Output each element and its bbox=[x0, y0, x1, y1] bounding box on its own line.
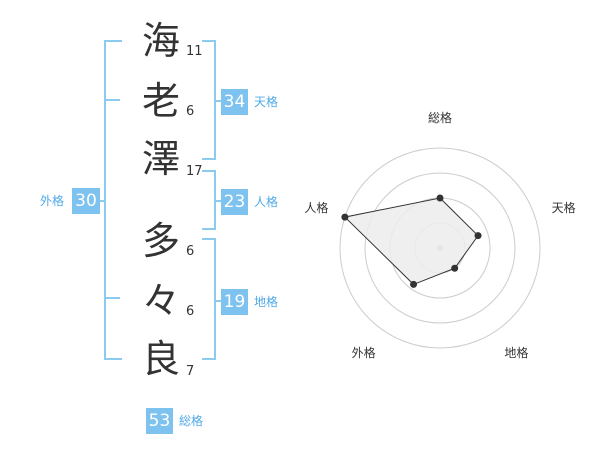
stroke-count-3: 17 bbox=[186, 164, 203, 179]
chikaku-bracket bbox=[202, 238, 216, 360]
radar-polygon bbox=[343, 197, 479, 285]
radar-point-4 bbox=[341, 213, 349, 221]
stroke-count-2: 6 bbox=[186, 104, 195, 119]
jinkaku-value: 23 bbox=[221, 189, 248, 215]
stroke-count-4: 6 bbox=[186, 244, 195, 259]
name-char-5: 々 bbox=[141, 279, 180, 323]
jinkaku-label: 人格 bbox=[254, 195, 279, 209]
gaikaku-bracket-tick bbox=[104, 99, 120, 101]
name-char-4: 多 bbox=[141, 219, 180, 263]
name-char-6: 良 bbox=[141, 337, 180, 381]
tenkaku-label: 天格 bbox=[254, 95, 279, 109]
radar-ring-4 bbox=[339, 147, 541, 349]
soukaku-value: 53 bbox=[146, 408, 173, 434]
radar-polygon-group bbox=[343, 197, 479, 285]
gaikaku-bracket bbox=[104, 40, 122, 360]
radar-axis-label-3: 外格 bbox=[352, 345, 376, 360]
name-char-2: 老 bbox=[141, 79, 180, 123]
soukaku-label: 総格 bbox=[179, 414, 204, 428]
gaikaku-label: 外格 bbox=[40, 194, 65, 208]
tenkaku-connector bbox=[214, 100, 222, 102]
chikaku-value: 19 bbox=[221, 289, 248, 315]
radar-axis-label-2: 地格 bbox=[504, 345, 528, 360]
gaikaku-value: 30 bbox=[72, 188, 100, 214]
radar-point-1 bbox=[474, 232, 482, 240]
radar-axis-label-4: 人格 bbox=[304, 200, 328, 215]
stroke-count-6: 7 bbox=[186, 364, 195, 379]
stroke-count-1: 11 bbox=[186, 44, 203, 59]
radar-point-3 bbox=[410, 280, 418, 288]
name-char-3: 澤 bbox=[141, 137, 180, 181]
chikaku-label: 地格 bbox=[254, 295, 279, 309]
radar-point-2 bbox=[451, 264, 459, 272]
tenkaku-value: 34 bbox=[221, 89, 248, 115]
gaikaku-bracket-tick bbox=[104, 297, 120, 299]
gaikaku-connector bbox=[98, 200, 106, 202]
radar-points bbox=[341, 194, 482, 288]
radar-ring-3 bbox=[364, 172, 516, 324]
radar-axis-label-0: 総格 bbox=[428, 110, 452, 125]
stroke-count-5: 6 bbox=[186, 304, 195, 319]
jinkaku-connector bbox=[214, 200, 222, 202]
radar-point-0 bbox=[436, 194, 444, 202]
name-char-1: 海 bbox=[141, 19, 180, 63]
chikaku-connector bbox=[214, 300, 222, 302]
radar-axis-label-1: 天格 bbox=[552, 200, 576, 215]
